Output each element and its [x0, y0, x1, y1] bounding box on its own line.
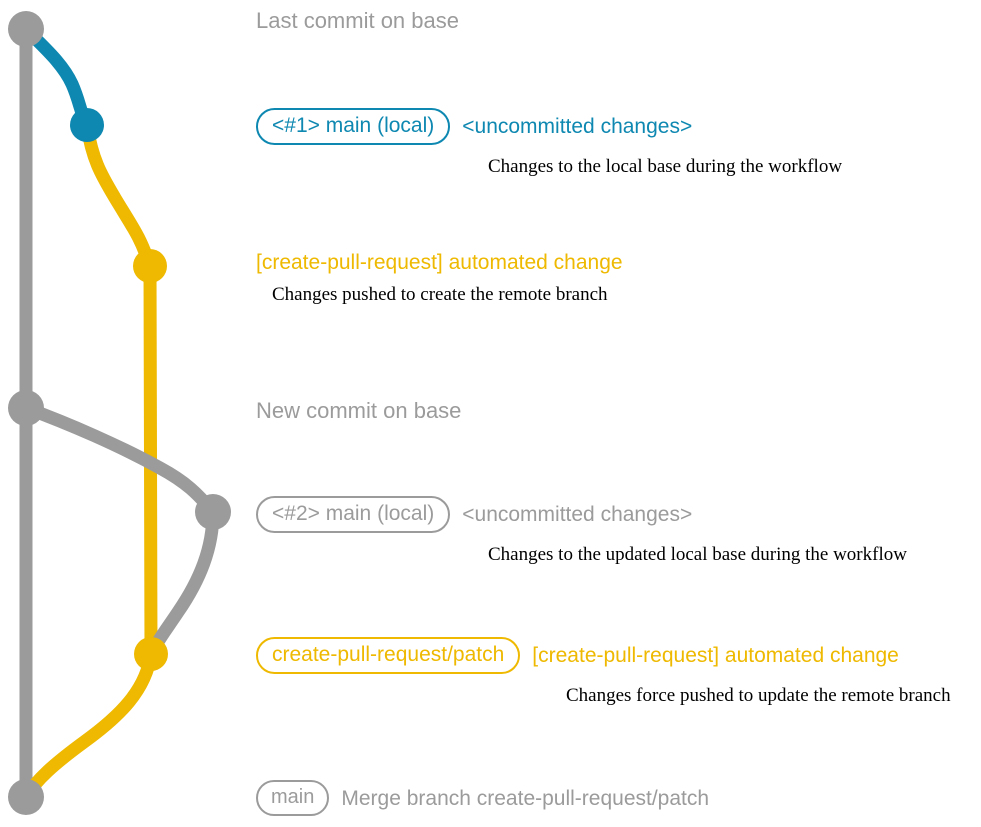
row-local-1: <#1> main (local) <uncommitted changes> …: [256, 108, 842, 178]
row-local-2: <#2> main (local) <uncommitted changes> …: [256, 496, 907, 566]
commit-subject-new-commit: New commit on base: [256, 398, 462, 423]
commit-note-local-1: Changes to the local base during the wor…: [488, 156, 843, 177]
commit-note-local-2: Changes to the updated local base during…: [488, 544, 907, 565]
edge-local1-to-remote1: [80, 118, 157, 273]
ref-pill-main[interactable]: main: [256, 780, 330, 816]
commit-node-remote-2: [134, 637, 168, 671]
commit-node-local-2: [195, 494, 231, 530]
commit-subject-local-2: <uncommitted changes>: [462, 503, 693, 526]
row-new-commit: New commit on base: [256, 398, 461, 424]
row-local-1-headline: <#1> main (local) <uncommitted changes>: [256, 108, 842, 145]
commit-nodes: [8, 11, 231, 815]
commit-node-local-1: [70, 108, 104, 142]
row-remote-create-headline: [create-pull-request] automated change: [256, 252, 623, 273]
commit-subject-remote-patch: [create-pull-request] automated change: [532, 644, 899, 667]
commit-note-remote-patch: Changes force pushed to update the remot…: [566, 685, 951, 706]
row-local-2-headline: <#2> main (local) <uncommitted changes>: [256, 496, 907, 533]
commit-node-base-1: [8, 11, 44, 47]
row-remote-create: [create-pull-request] automated change C…: [256, 252, 623, 306]
ref-pill-main-local-1[interactable]: <#1> main (local): [256, 108, 451, 145]
commit-subject-local-1: <uncommitted changes>: [462, 115, 693, 138]
commit-subject-merge: Merge branch create-pull-request/patch: [341, 786, 710, 810]
row-remote-patch-headline: create-pull-request/patch [create-pull-r…: [256, 637, 951, 674]
row-last-commit: Last commit on base: [256, 8, 459, 34]
row-merge-headline: main Merge branch create-pull-request/pa…: [256, 780, 709, 816]
commit-subject-remote-create: [create-pull-request] automated change: [256, 251, 623, 274]
commit-subject-last-commit: Last commit on base: [256, 8, 459, 33]
commit-node-base-2: [8, 390, 44, 426]
ref-pill-main-local-2[interactable]: <#2> main (local): [256, 496, 451, 533]
commit-note-remote-create: Changes pushed to create the remote bran…: [272, 284, 608, 305]
row-remote-patch: create-pull-request/patch [create-pull-r…: [256, 637, 951, 707]
commit-node-base-3: [8, 779, 44, 815]
ref-pill-create-pull-request-patch[interactable]: create-pull-request/patch: [256, 637, 521, 674]
commit-node-remote-1: [133, 249, 167, 283]
edge-remote2-to-base3: [19, 647, 158, 804]
row-merge: main Merge branch create-pull-request/pa…: [256, 780, 709, 816]
edge-base2-to-local2: [19, 401, 220, 519]
